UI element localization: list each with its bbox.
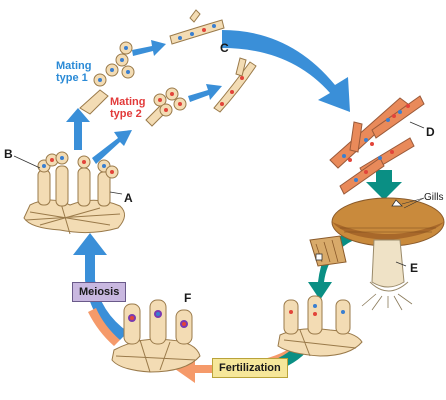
arrow-c-to-d bbox=[222, 30, 350, 112]
mating-type-2-hypha bbox=[145, 87, 187, 127]
fertilization-label: Fertilization bbox=[212, 358, 288, 378]
dikaryotic-mycelium-d bbox=[329, 95, 425, 195]
arrow-e-to-bottom bbox=[308, 230, 354, 300]
label-e: E bbox=[410, 261, 419, 275]
hyphae-c bbox=[169, 9, 257, 113]
arrow-meiosis-orange bbox=[88, 308, 120, 346]
label-c: C bbox=[220, 41, 229, 55]
basidia-cluster-right bbox=[277, 295, 363, 357]
label-f: F bbox=[184, 291, 192, 305]
leader-e bbox=[395, 261, 407, 267]
gills-label: Gills bbox=[424, 192, 444, 203]
mating-type-2-line2: type 2 bbox=[110, 108, 142, 120]
mating-type-2-label: Mating type 2 bbox=[110, 96, 145, 120]
arrow-fertilization bbox=[175, 340, 310, 383]
mating-type-1-label: Mating type 1 bbox=[56, 60, 91, 84]
arrow-a-to-mt1 bbox=[66, 108, 90, 150]
arrow-mt2-to-c bbox=[188, 84, 222, 102]
arrow-meiosis bbox=[73, 233, 128, 340]
meiosis-label: Meiosis bbox=[72, 282, 127, 302]
mating-type-2-line1: Mating bbox=[110, 96, 146, 108]
mating-type-1-line2: type 1 bbox=[56, 72, 88, 84]
mating-type-1-line1: Mating bbox=[56, 60, 92, 72]
label-b: B bbox=[4, 147, 13, 161]
leader-b bbox=[13, 155, 41, 169]
label-a: A bbox=[124, 191, 133, 205]
label-d: D bbox=[426, 125, 435, 139]
arrow-d-to-e bbox=[366, 170, 402, 200]
arrow-mt1-to-c bbox=[132, 40, 166, 56]
gill-section bbox=[309, 235, 347, 267]
mycelium-a bbox=[23, 151, 125, 235]
mushroom-e bbox=[331, 197, 445, 311]
mycelium-a-nuclei bbox=[42, 156, 114, 174]
arrow-a-to-mt2 bbox=[92, 130, 132, 164]
leader-a bbox=[109, 191, 123, 195]
leader-d bbox=[409, 121, 425, 129]
